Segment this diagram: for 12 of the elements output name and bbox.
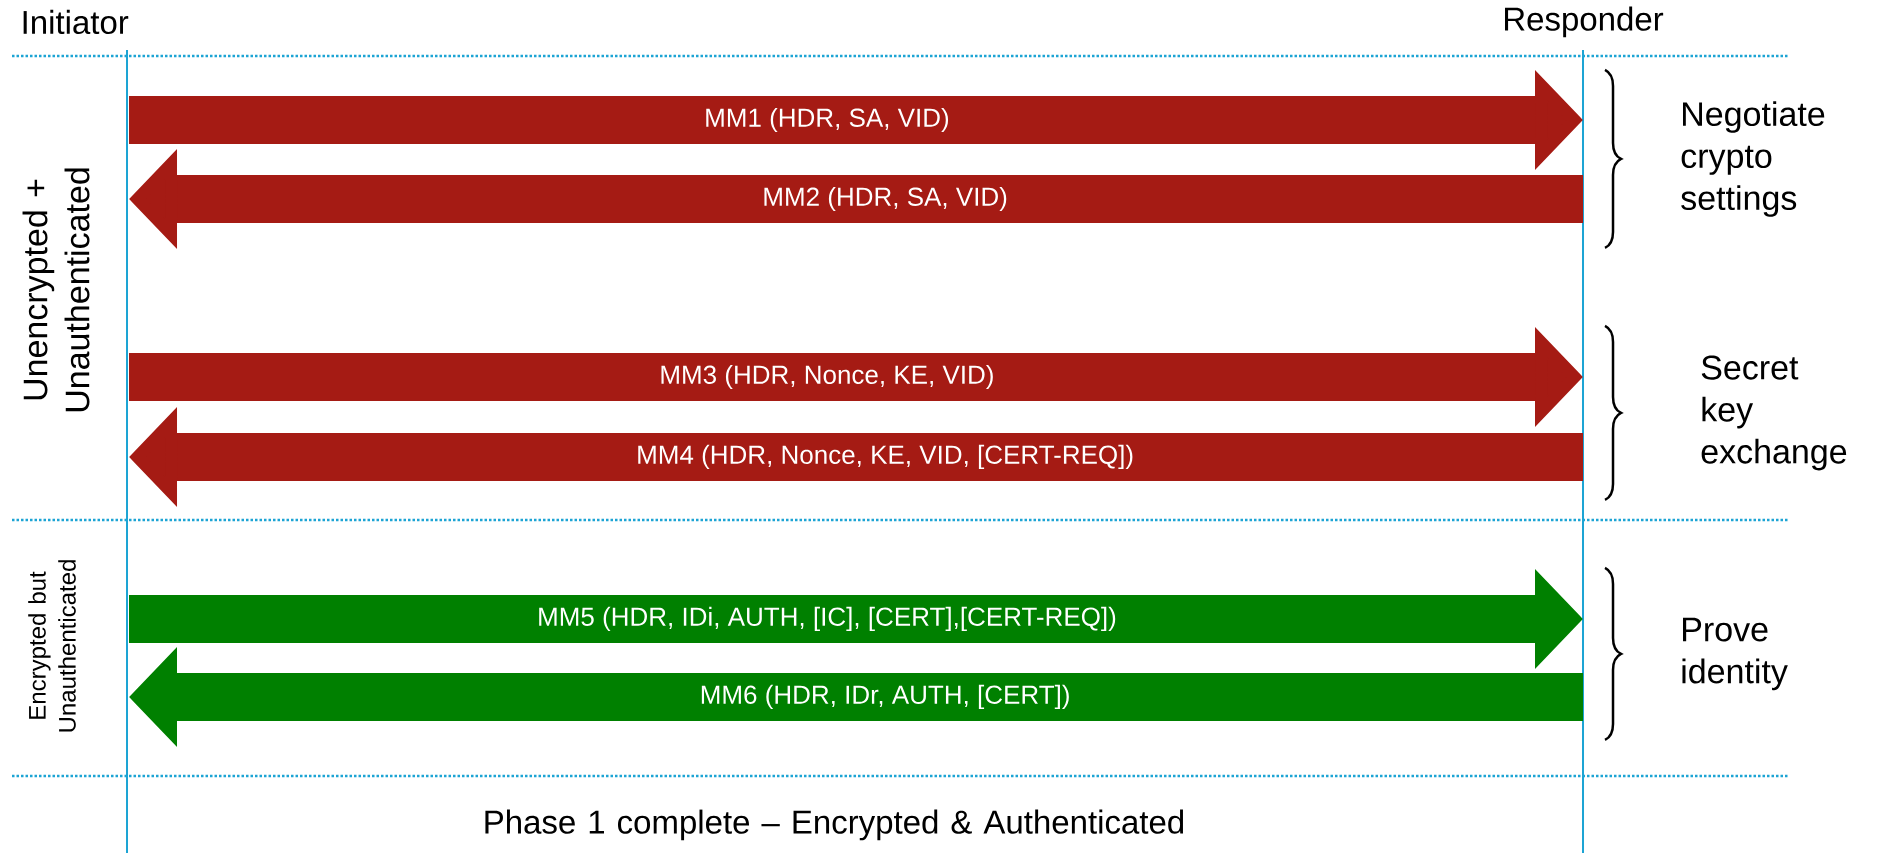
phase-note: Secret key exchange [1701, 355, 1847, 471]
side-label: Unencrypted + Unauthenticated [22, 168, 90, 412]
phase-caption: Phase 1 complete – Encrypted & Authenticated [485, 809, 1184, 841]
side-label: Encrypted but Unauthenticated [28, 560, 76, 732]
edge-label: MM1 (HDR, SA, VID) [706, 107, 949, 133]
participant-label: Responder [1505, 6, 1664, 38]
edge-label: MM2 (HDR, SA, VID) [764, 186, 1007, 212]
edge-label: MM3 (HDR, Nonce, KE, VID) [661, 364, 993, 390]
edge-label: MM5 (HDR, IDi, AUTH, [IC], [CERT],[CERT-REQ]) [539, 606, 1116, 632]
edge-label: MM4 (HDR, Nonce, KE, VID, [CERT-REQ]) [638, 444, 1133, 470]
edge-label: MM6 (HDR, IDr, AUTH, [CERT]) [701, 684, 1069, 710]
participant-label: Initiator [23, 9, 129, 35]
